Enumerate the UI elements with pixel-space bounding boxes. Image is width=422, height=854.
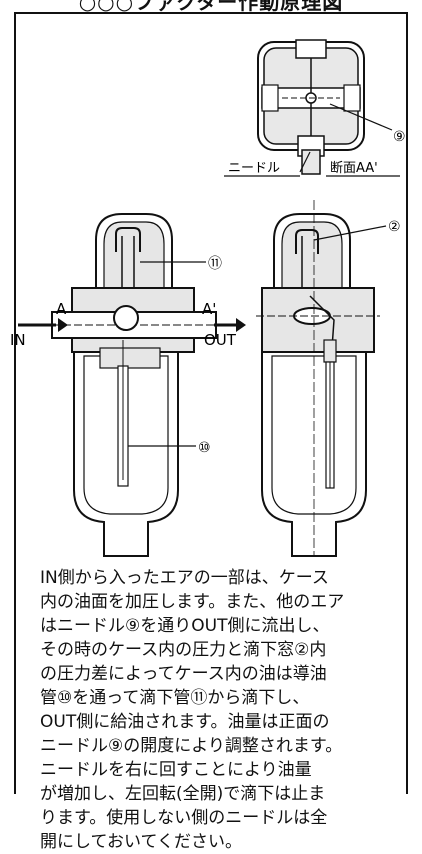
caption-line: の圧力差によってケース内の油は導油: [40, 664, 327, 684]
caption-line: ニードルを右に回すことにより油量: [40, 760, 312, 780]
caption-text: IN側から入ったエアの一部は、ケース 内の油面を加圧します。また、他のエア はニ…: [40, 566, 382, 854]
label-9-top: ⑨: [393, 129, 406, 145]
caption-line: IN側から入ったエアの一部は、ケース: [40, 568, 329, 588]
caption-line: その時のケース内の圧力と滴下窓②内: [40, 640, 327, 660]
flow-arrows: [18, 318, 246, 332]
caption-line: が増加し、左回転(全開)で滴下は止ま: [40, 784, 326, 804]
caption-line: 開にしておいてください。: [40, 832, 242, 852]
label-section-aa: 断面AA': [330, 161, 378, 176]
caption-line: 管⑩を通って滴下管⑪から滴下し、: [40, 688, 310, 708]
label-11: ⑪: [208, 256, 222, 272]
diagram-svg: ⑨ ニードル 断面AA' A A' IN OUT ⑪ ⑩: [10, 39, 406, 557]
label-in: IN: [10, 331, 26, 349]
section-view: [224, 39, 400, 177]
label-port-a2: A': [202, 300, 216, 318]
caption-line: 内の油面を加圧します。また、他のエア: [40, 592, 345, 612]
label-out: OUT: [204, 331, 237, 349]
page-title: ○○○ファクター作動原理図: [78, 0, 344, 14]
diagram-frame: [14, 12, 408, 794]
left-assembly: [51, 213, 217, 557]
caption-line: ります。使用しない側のニードルは全: [40, 808, 328, 828]
caption-line: OUT側に給油されます。油量は正面の: [40, 712, 330, 732]
right-assembly: [256, 200, 387, 557]
label-needle: ニードル: [228, 161, 280, 176]
label-10: ⑩: [198, 440, 211, 456]
caption-line: ニードル⑨の開度により調整されます。: [40, 736, 343, 756]
label-port-a: A: [56, 300, 67, 318]
label-2: ②: [388, 219, 401, 235]
caption-line: はニードル⑨を通りOUT側に流出し、: [40, 616, 330, 636]
